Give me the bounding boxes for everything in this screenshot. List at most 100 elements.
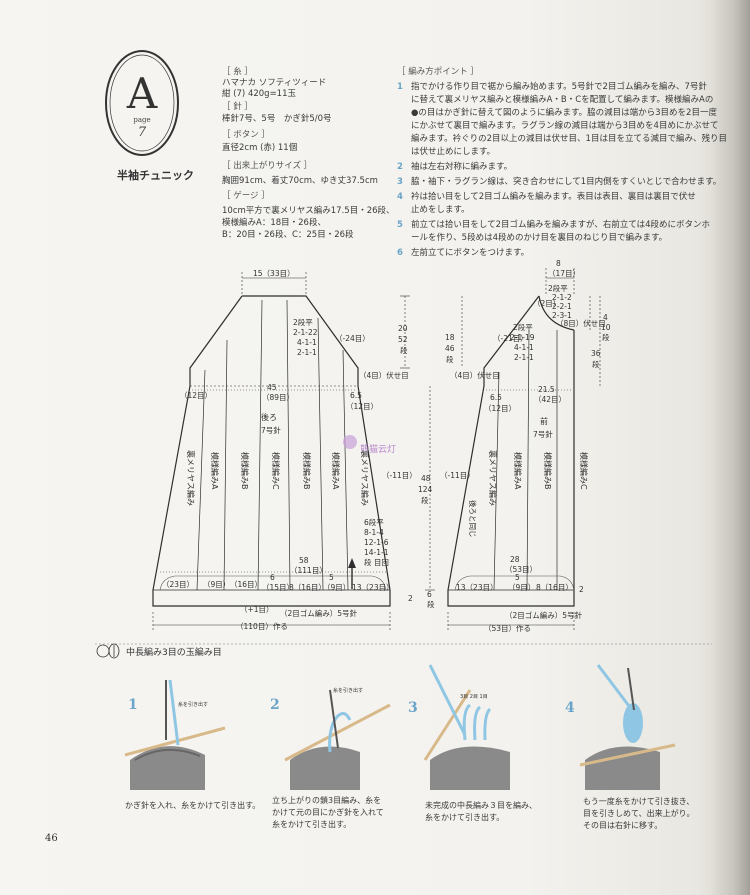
front-neck-two: （2目） (533, 299, 560, 308)
back-raglan-height: 52 (398, 335, 408, 344)
front-col-label: 模様編みA (513, 452, 523, 490)
back-left-12: （12目） (180, 391, 212, 400)
back-piece-outline (152, 295, 391, 607)
front-raglan-rows: 2-1-1 (514, 353, 534, 362)
front-piece-name: 前 (540, 416, 548, 426)
point-line: は伏せ止めにします。 (411, 147, 496, 157)
back-rib-height: 段 (427, 599, 435, 609)
front-neck-rows: 2-3-1 (552, 311, 572, 320)
front-piece-outline (447, 295, 575, 607)
back-top-width: 15（33目） (253, 269, 295, 278)
front-neck-rows: 2-1-2 (552, 293, 572, 302)
materials-line: ［ 針 ］ (222, 102, 253, 112)
svg-text:糸を引き出す: 糸を引き出す (178, 701, 208, 708)
back-raglan-rows: 2-1-22 (293, 328, 318, 337)
front-raglan-height: 段 (446, 354, 454, 364)
back-raglan-height: 20 (398, 324, 408, 333)
front-neck-rows: 2-2-1 (552, 302, 572, 311)
watermark-text: 熊猫云灯 (360, 443, 396, 455)
back-bottom-label: （15目） (262, 583, 294, 592)
front-cast-on: （53目）作る (484, 623, 531, 633)
materials-line: ［ ボタン ］ (222, 130, 270, 140)
front-bottom-label: 13（23目） (456, 583, 498, 592)
back-cast-on: （110目）作る (236, 621, 288, 631)
front-raglan-rows: 4-1-1 (514, 343, 534, 352)
front-col-label: 裏メリヤス編み (488, 450, 498, 506)
point-line: ●の目はかぎ針に替えて図のように編みます。脇の減目は端から3目めを2目一度 (411, 108, 717, 118)
medallion-page-number: 7 (137, 125, 147, 140)
materials-line: ［ 糸 ］ (222, 67, 253, 77)
back-piece-columns (196, 299, 349, 591)
point-line: 止めをします。 (411, 205, 470, 215)
back-rib-height: 2 (408, 594, 413, 603)
back-rib: （2目ゴム編み）5号針 (280, 608, 358, 618)
front-needle: 7号針 (533, 429, 553, 439)
step-illustration-4 (579, 664, 676, 790)
pattern-medallion: A page 7 (103, 48, 181, 158)
back-col-label: 模様編みC (271, 452, 281, 490)
front-raglan-height: 18 (445, 333, 455, 342)
back-piece-name: 後ろ (261, 412, 277, 422)
materials-line: ［ ゲージ ］ (222, 191, 270, 201)
back-plus1: （+1目） (240, 605, 274, 614)
front-column-labels: 裏メリヤス編み 後ろと同じ 模様編みA 模様編みB 模様編みC (468, 450, 589, 538)
step-illustration-1: 糸を引き出す (124, 679, 226, 790)
materials-line: 10cm平方で裏メリヤス編み17.5目・26段、 (222, 206, 395, 216)
front-raglan-rows: 2-1-19 (510, 333, 535, 342)
back-bottom-label: （23目） (162, 580, 194, 589)
point-line: 前立ては拾い目をして2目ゴム編みを編みますが、右前立ては4段めにボタンホ (411, 220, 711, 230)
medallion-page-word: page (133, 116, 151, 124)
back-col-label: 模様編みA (331, 452, 341, 490)
back-dimension-lines (152, 272, 435, 630)
front-width-28: 28 (510, 555, 520, 564)
back-height: 48 (421, 474, 431, 483)
back-height: 段 (421, 495, 429, 505)
back-side-rows: 6段平 (364, 517, 384, 527)
point-number: 2 (397, 162, 403, 172)
point-line: にかぶせて裏目で編みます。ラグラン線の減目は端から3目めを4目めにかぶせて (411, 121, 719, 131)
step-caption: 目を引きしめて、出来上がり。 (583, 809, 695, 818)
back-underarm: （4目）伏せ目 (359, 370, 409, 380)
front-left-width: 6.5 (490, 393, 502, 402)
front-raglan-stitches: （-21目） (493, 334, 528, 343)
points-list: 1 指でかける作り目で裾から編み始めます。5号針で2目ゴム編みを編み、7号針 に… (397, 82, 727, 262)
back-right-width: 6.5 (350, 391, 362, 400)
front-underarm: （4目）伏せ目 (450, 370, 500, 380)
back-col-label: 裏メリヤス編み (360, 450, 370, 506)
point-number: 1 (397, 82, 403, 92)
back-arrow-icon (348, 558, 356, 568)
back-column-labels: 裏メリヤス編み 模様編みA 模様編みB 模様編みC 模様編みB 模様編みA 裏メ… (186, 450, 370, 506)
point-line: に替えて裏メリヤス編みと模様編みA・B・Cを配置して編みます。模様編みAの (411, 95, 714, 105)
front-width-215-stitches: （42目） (534, 395, 566, 404)
back-bottom-label: （9目） (203, 580, 230, 589)
back-col-label: 裏メリヤス編み (186, 450, 196, 506)
materials-line: 模様編みA：18目・26段、 (222, 218, 326, 228)
back-bottom-label: 8（16目） (289, 583, 326, 592)
front-raglan-rows: 2段平 (513, 322, 533, 332)
back-raglan-rows: 2-1-1 (297, 348, 317, 357)
step-caption: 糸をかけて引き出す。 (425, 813, 505, 822)
step-caption: 糸をかけて引き出す。 (272, 820, 352, 829)
step-caption: かけて元の目にかぎ針を入れて (272, 808, 384, 817)
front-bottom-label: （9目） (508, 583, 535, 592)
front-labels: 8 （17目） 2段平 2-1-2 2-2-1 2-3-1 （2目） （8目）伏… (440, 259, 611, 633)
step-caption: かぎ針を入れ、糸をかけて引き出す。 (125, 801, 261, 810)
point-line: ールを作り、5段めは4段めのかけ目を裏目のねじり目で編みます。 (411, 233, 668, 243)
front-width-215: 21.5 (538, 385, 555, 394)
front-rib-height: 2 (579, 585, 584, 594)
back-side-rows: 8-1-4 (364, 528, 384, 537)
front-raglan-height: 46 (445, 344, 455, 353)
svg-text:3目 2目 1目: 3目 2目 1目 (460, 694, 488, 700)
back-width-45-stitches: （89目） (262, 393, 294, 402)
front-bottom-label: 8（16目） (536, 583, 573, 592)
back-bottom-curve (159, 575, 387, 591)
back-raglan-rows: 2段平 (293, 317, 313, 327)
materials-line: ［ 出来上がりサイズ ］ (222, 161, 313, 171)
back-bottom-label: 13（23目） (352, 583, 394, 592)
back-raglan-height: 段 (400, 345, 408, 355)
points-header: ［ 編み方ポイント ］ (397, 67, 479, 77)
page-number: 46 (45, 833, 58, 844)
step-number: 2 (270, 697, 280, 713)
front-left-12: （12目） (484, 404, 516, 413)
